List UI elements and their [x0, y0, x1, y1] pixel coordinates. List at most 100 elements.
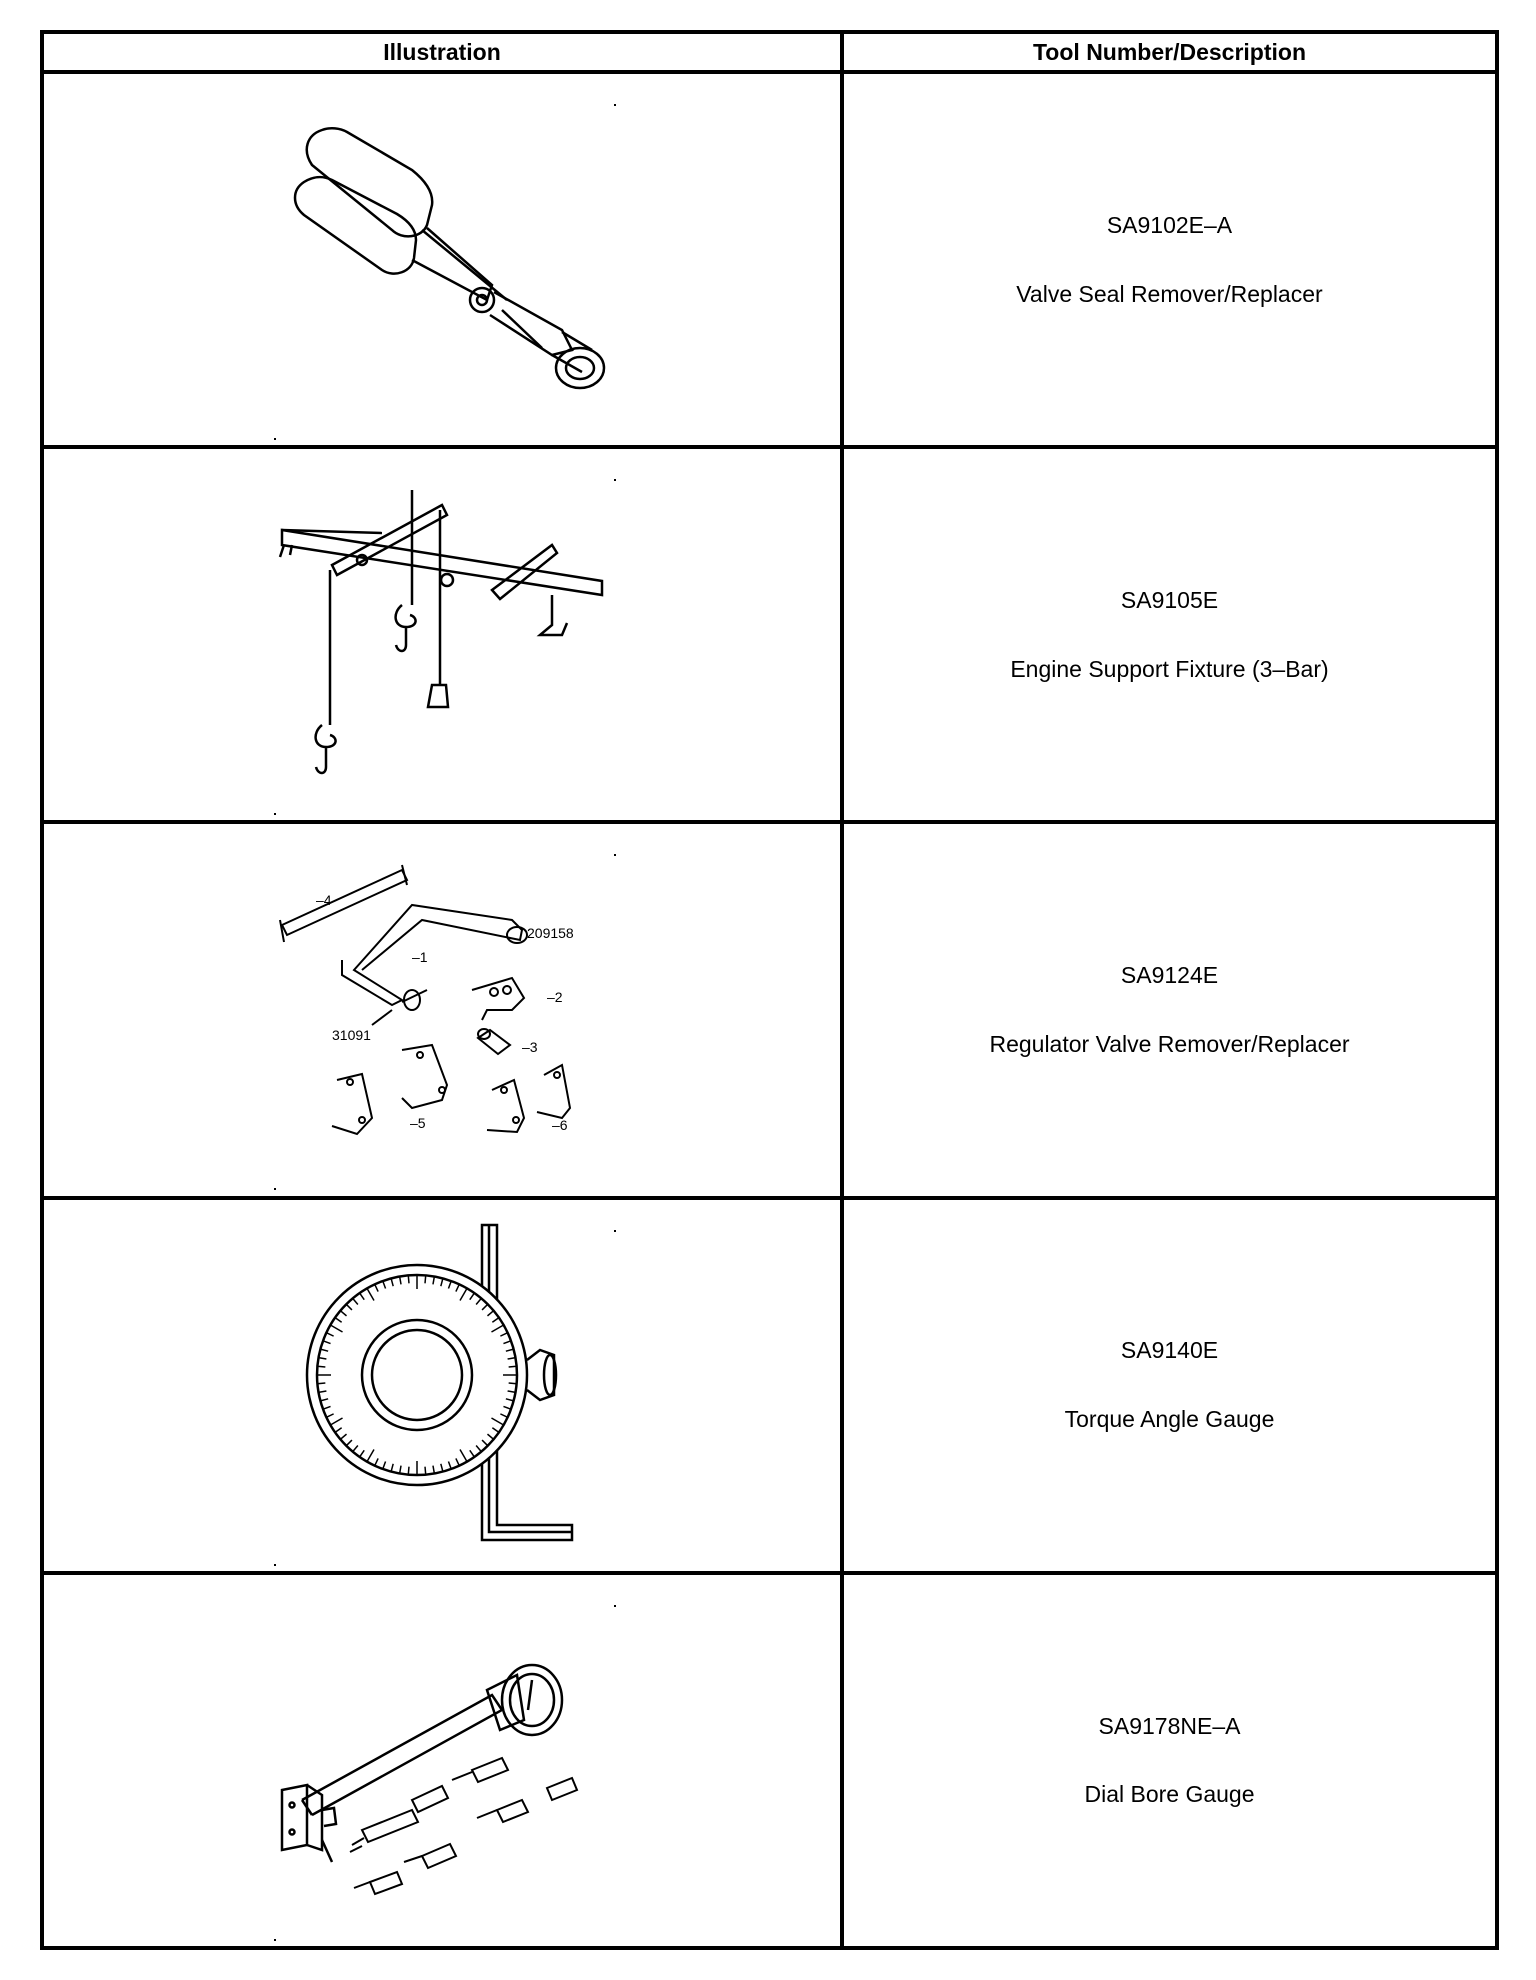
engine-support-fixture-icon — [278, 489, 604, 775]
dial-tick — [475, 1298, 482, 1306]
callout-label: 31091 — [332, 1027, 371, 1043]
description-cell: SA9105E Engine Support Fixture (3–Bar) — [840, 445, 1499, 825]
illustration-cell — [40, 445, 844, 825]
speck — [274, 1563, 276, 1566]
dial-tick — [359, 1450, 365, 1458]
dial-tick — [507, 1390, 516, 1394]
tool-description: Regulator Valve Remover/Replacer — [989, 1030, 1350, 1057]
speck — [614, 854, 616, 857]
table-row: SA9140E Torque Angle Gauge — [40, 1195, 1499, 1575]
dial-tick — [505, 1398, 514, 1402]
dial-tick — [320, 1348, 329, 1353]
description-cell: SA9102E–A Valve Seal Remover/Replacer — [840, 69, 1499, 450]
dial-tick — [318, 1357, 327, 1360]
dial-tick — [366, 1288, 375, 1302]
dial-tick — [398, 1465, 402, 1474]
dial-tick — [330, 1324, 343, 1333]
speck — [614, 1229, 616, 1232]
dial-tick — [455, 1284, 460, 1293]
dial-tick — [317, 1382, 326, 1385]
dial-tick — [491, 1317, 500, 1324]
dial-tick — [486, 1310, 495, 1317]
dial-tick — [359, 1292, 365, 1301]
dial-tick — [345, 1439, 353, 1447]
tool-description: Torque Angle Gauge — [1064, 1406, 1275, 1433]
dial-tick — [507, 1357, 516, 1360]
table-row: SA9178NE–A Dial Bore Gauge — [40, 1570, 1499, 1951]
dial-tick — [382, 1461, 387, 1470]
dial-tick — [440, 1463, 444, 1472]
callout-label: –4 — [316, 892, 332, 908]
dial-tick — [322, 1340, 331, 1345]
table-row: SA9102E–A Valve Seal Remover/Replacer — [40, 69, 1499, 450]
dial-tick — [469, 1450, 475, 1458]
tool-number: SA9124E — [1120, 962, 1219, 989]
speck — [274, 1938, 276, 1941]
regulator-valve-tool-kit-icon: –4 209158 –1 –2 31091 –3 –5 –6 — [279, 864, 574, 1136]
dial-tick — [398, 1276, 402, 1285]
tool-description: Dial Bore Gauge — [1084, 1781, 1255, 1808]
dial-tick — [447, 1280, 452, 1289]
description-cell: SA9124E Regulator Valve Remover/Replacer — [840, 820, 1499, 1200]
dial-tick — [500, 1332, 508, 1337]
tool-number: SA9140E — [1120, 1337, 1219, 1364]
speck — [274, 1188, 276, 1191]
dial-tick — [500, 1413, 508, 1419]
speck — [614, 104, 616, 106]
dial-tick — [339, 1433, 348, 1441]
speck — [614, 479, 616, 482]
dial-tick — [440, 1278, 444, 1287]
tool-description: Engine Support Fixture (3–Bar) — [1010, 655, 1329, 682]
dial-tick — [491, 1324, 504, 1333]
dial-tick — [352, 1298, 359, 1306]
tool-description: Valve Seal Remover/Replacer — [1016, 280, 1323, 307]
dial-tick — [432, 1465, 436, 1474]
dial-tick — [339, 1310, 348, 1317]
dial-tick — [382, 1280, 387, 1289]
dial-tick — [374, 1284, 379, 1293]
dial-tick — [407, 1466, 410, 1475]
valve-seal-pliers-icon — [293, 126, 606, 389]
callout-label: –1 — [412, 949, 428, 965]
dial-tick — [318, 1390, 327, 1394]
callout-label: 209158 — [527, 925, 574, 941]
dial-tick — [326, 1413, 334, 1419]
dial-tick — [390, 1463, 394, 1472]
dial-tick — [330, 1417, 343, 1426]
callout-label: –2 — [547, 989, 563, 1005]
dial-tick — [322, 1405, 331, 1411]
dial-tick — [374, 1458, 379, 1467]
dial-tick — [334, 1317, 343, 1324]
header-illustration: Illustration — [40, 30, 844, 74]
dial-tick — [334, 1427, 343, 1434]
speck — [614, 1604, 616, 1607]
dial-tick — [345, 1303, 353, 1311]
speck — [274, 813, 276, 816]
dial-tick — [503, 1340, 512, 1345]
dial-tick — [366, 1449, 375, 1463]
table-row: –4 209158 –1 –2 31091 –3 –5 –6 SA9124E R… — [40, 820, 1499, 1200]
tool-number: SA9105E — [1120, 587, 1219, 614]
description-cell: SA9140E Torque Angle Gauge — [840, 1195, 1499, 1575]
dial-tick — [491, 1417, 504, 1426]
dial-tick — [407, 1275, 410, 1284]
dial-tick — [503, 1405, 512, 1411]
table-row: SA9105E Engine Support Fixture (3–Bar) — [40, 445, 1499, 825]
dial-tick — [475, 1445, 482, 1453]
dial-tick — [459, 1449, 468, 1463]
header-row: Illustration Tool Number/Description — [40, 30, 1499, 74]
dial-tick — [326, 1332, 334, 1337]
description-cell: SA9178NE–A Dial Bore Gauge — [840, 1570, 1499, 1951]
dial-tick — [424, 1466, 427, 1475]
dial-tick — [455, 1458, 460, 1467]
callout-label: –5 — [410, 1115, 426, 1131]
dial-tick — [505, 1348, 514, 1353]
callout-label: –3 — [522, 1039, 538, 1055]
dial-tick — [447, 1461, 452, 1470]
dial-tick — [352, 1445, 359, 1453]
tool-number: SA9102E–A — [1106, 211, 1233, 238]
dial-tick — [390, 1278, 394, 1287]
dial-tick — [424, 1275, 427, 1284]
dial-tick — [491, 1427, 500, 1434]
callout-label: –6 — [552, 1117, 568, 1133]
